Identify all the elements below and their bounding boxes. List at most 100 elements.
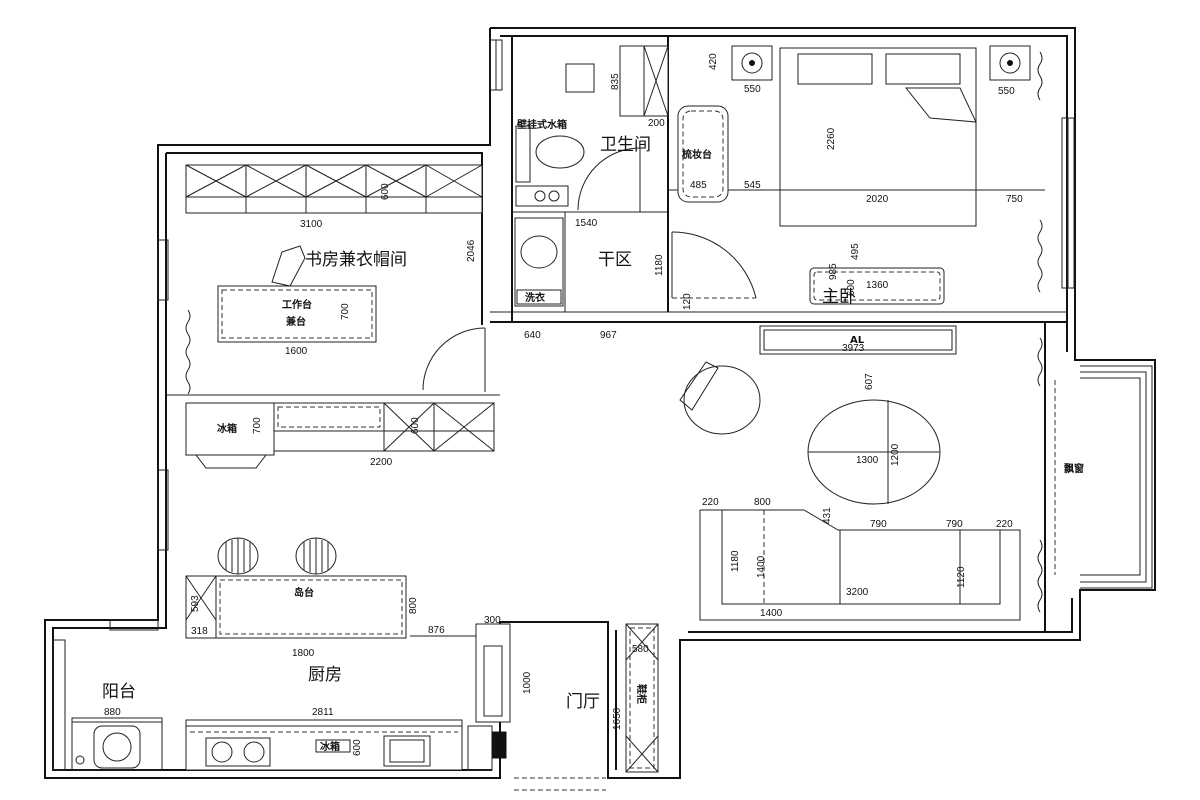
- tv-label: AL: [850, 335, 865, 346]
- island: [185, 575, 407, 639]
- kitchen-label: 厨房: [308, 665, 342, 685]
- dim-bath-top: 835: [610, 73, 621, 90]
- curtains: [185, 51, 1043, 613]
- dim-desk-depth: 700: [340, 303, 351, 320]
- dim-kitchen-gap: 876: [428, 625, 445, 636]
- dim-sofa-width: 3200: [846, 587, 869, 598]
- dim-fridge-height: 1000: [522, 671, 533, 694]
- dim-island-left: 318: [191, 626, 208, 637]
- dim-chair-to-table: 607: [864, 373, 875, 390]
- shoe-cabinet-label: 鞋柜: [635, 684, 648, 704]
- dim-nightstand-left: 550: [744, 84, 761, 95]
- dim-kitchen-counter-depth: 600: [352, 739, 363, 756]
- lounge-chair: [683, 365, 761, 435]
- kitchen-tall-cabinet: [475, 623, 511, 723]
- dim-bed-left-gap: 545: [744, 180, 761, 191]
- dim-shoe-top: 580: [632, 644, 649, 655]
- dim-dry-height: 1180: [654, 254, 665, 276]
- stove: [205, 737, 271, 767]
- washbasin: [520, 235, 558, 269]
- dim-sofa-f: 220: [996, 519, 1013, 530]
- dim-dry-bottom: 120: [682, 293, 693, 310]
- desk-chair: [271, 245, 306, 287]
- dim-bath-width: 1540: [575, 218, 598, 229]
- dry-area-label: 干区: [598, 250, 632, 270]
- bed: [779, 47, 977, 227]
- dresser-label: 梳妆台: [681, 148, 712, 161]
- dim-lower-cabinet-depth: 700: [252, 417, 263, 434]
- sofa: 220 800 431 790 790 220 1180 1400 3200 1…: [699, 497, 1021, 621]
- dim-island-small: 593: [190, 595, 201, 612]
- living-room: AL 3973 607 1300 1200: [679, 325, 957, 505]
- dim-balcony-washer: 880: [104, 707, 121, 718]
- washer-label: 洗衣: [525, 291, 545, 304]
- dim-foyer-cab: 1650: [612, 707, 623, 730]
- study-room-label: 书房兼衣帽间: [305, 250, 407, 270]
- dim-door-gap2: 967: [600, 330, 617, 341]
- dim-lower-cabinet-depth2: 600: [410, 417, 421, 434]
- balcony-washer: [93, 725, 141, 769]
- dim-lower-cabinet-width: 2200: [370, 457, 393, 468]
- dry-area: 洗衣 1540 干区 1180 120 640 967: [514, 217, 693, 341]
- dim-bath-top2: 200: [648, 118, 665, 129]
- dim-study-height: 2046: [466, 239, 477, 262]
- dim-sofa-depth: 1180: [730, 550, 741, 572]
- dim-study-wardrobe-width: 3100: [300, 219, 323, 230]
- dim-kitchen-counter: 2811: [312, 707, 334, 718]
- desk-label-1: 工作台: [282, 298, 312, 311]
- study-door: [422, 327, 486, 392]
- balcony: 阳台 880: [71, 682, 163, 771]
- dim-dresser-width: 485: [690, 180, 707, 191]
- study-wardrobe: 3100 600 2046: [185, 164, 483, 262]
- shoe-cabinet: [625, 623, 659, 773]
- windows: [52, 39, 1075, 771]
- toilet-label: 壁挂式水箱: [517, 118, 567, 131]
- study-desk: 工作台 兼台 700 1600: [217, 245, 377, 357]
- dim-sofa-e: 790: [946, 519, 963, 530]
- dim-sofa-right-depth: 1120: [956, 566, 967, 588]
- dim-door-gap1: 640: [524, 330, 541, 341]
- toilet: [535, 135, 585, 169]
- bar-stools: [217, 537, 337, 575]
- dim-tv-cab-width: 1360: [866, 280, 889, 291]
- fridge-small-label: 冰箱: [320, 740, 340, 753]
- sink: [383, 735, 431, 767]
- bathroom: 835 200 壁挂式水箱 卫生间: [515, 45, 669, 212]
- dim-bed-width: 2020: [866, 194, 889, 205]
- island-label: 岛台: [294, 586, 314, 599]
- foyer-label: 门厅: [566, 692, 600, 712]
- dim-table-diameter: 1300: [856, 455, 879, 466]
- dim-bed-length: 2260: [826, 127, 837, 150]
- dim-bed-to-tv: 495: [850, 243, 861, 260]
- dim-sofa-c: 431: [822, 507, 833, 524]
- kitchen: 岛台 593 318 800 1800 876 300 1000 厨房 2811…: [185, 537, 533, 771]
- dim-nightstand-right: 550: [998, 86, 1015, 97]
- dim-island-width: 1800: [292, 648, 315, 659]
- dim-sofa-b: 800: [754, 497, 771, 508]
- dim-sofa-depth2: 1400: [756, 555, 767, 578]
- dim-sofa-a: 220: [702, 497, 719, 508]
- desk-label-2: 兼台: [286, 315, 306, 328]
- study-lower-cabinets: 冰箱 700 600 2200: [185, 402, 495, 469]
- dim-sofa-d: 790: [870, 519, 887, 530]
- balcony-label: 阳台: [102, 682, 136, 702]
- dim-bed-right-gap: 750: [1006, 194, 1023, 205]
- dim-desk-width: 1600: [285, 346, 308, 357]
- bay-window-label: 飘窗: [1064, 462, 1084, 475]
- dim-island-depth: 800: [408, 597, 419, 614]
- dim-nightstand-size: 420: [708, 53, 719, 70]
- master-bedroom-label: 主卧: [822, 287, 856, 307]
- dim-study-wardrobe-depth: 600: [380, 183, 391, 200]
- foyer: 580 鞋柜 1650 门厅: [514, 623, 659, 791]
- dim-fridge-depth: 300: [484, 615, 501, 626]
- bay-window: 飘窗: [1054, 365, 1153, 589]
- bathroom-label: 卫生间: [600, 135, 651, 155]
- dim-sofa-bottom: 1400: [760, 608, 783, 619]
- dim-tv-cab-depth: 985: [828, 263, 839, 280]
- dim-living-tv-width: 3973: [842, 343, 865, 354]
- dim-table-diameter-v: 1200: [890, 443, 901, 466]
- master-bedroom: 420 550 550 2260 2020 梳妆台 485 545 750 49…: [668, 45, 1045, 307]
- dim-tv-cab-depth2: 600: [846, 279, 857, 296]
- fridge-label: 冰箱: [217, 422, 237, 435]
